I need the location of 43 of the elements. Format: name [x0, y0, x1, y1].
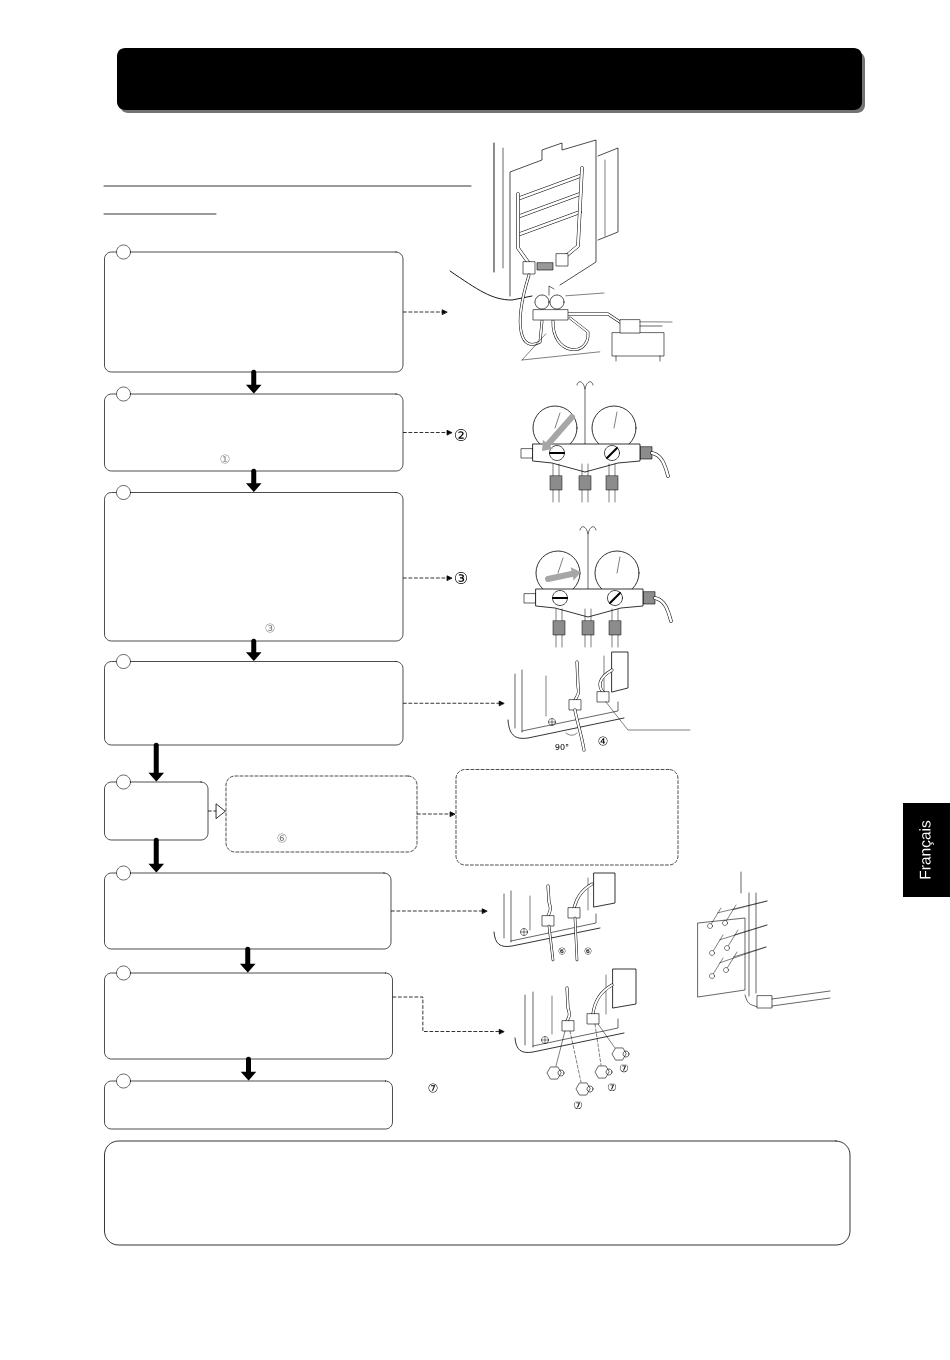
leader-line [733, 946, 767, 958]
valve-cap-drawing [514, 968, 637, 1083]
callout-number: ⑦ [573, 1100, 583, 1110]
step-box [104, 661, 404, 746]
step-box [104, 251, 404, 373]
service-valve-drawing [507, 651, 629, 752]
outdoor-unit-drawing [449, 139, 665, 362]
callout-number: ② [455, 429, 467, 441]
step-box [104, 872, 392, 950]
step-box: ① [104, 393, 404, 472]
step-box [104, 972, 393, 1060]
leader-line [521, 333, 547, 361]
leader-line [719, 946, 767, 964]
leader-line [734, 924, 768, 936]
leader-line [605, 701, 691, 731]
wall-panel-drawing [697, 871, 831, 1009]
step-box: ③ [104, 492, 404, 642]
note-box [104, 1140, 851, 1246]
dashed-arrow [402, 575, 453, 581]
callout-number: ⑥ [558, 947, 566, 955]
angle-label: 90° [555, 744, 569, 751]
language-tab: Français [903, 803, 950, 897]
step-box [104, 1080, 393, 1130]
dashed-box: ⑥ [225, 775, 418, 853]
leader-line [521, 351, 601, 361]
leader-line [732, 900, 768, 911]
service-valve-drawing [493, 872, 616, 962]
leader-line [565, 292, 605, 297]
dashed-box [455, 769, 679, 866]
callout-number: ④ [598, 736, 608, 746]
leader-line [639, 321, 673, 323]
dashed-arrow [402, 429, 453, 436]
dashed-arrow [416, 811, 456, 817]
dashed-arrow [392, 996, 505, 1035]
dashed-arrow [402, 309, 448, 315]
hollow-arrow [207, 803, 226, 819]
callout-number: ⑦ [619, 1063, 629, 1073]
callout-number: ⑥ [584, 947, 592, 955]
step-box [104, 781, 209, 841]
callout-number: ⑦ [428, 1083, 438, 1093]
dashed-arrow [390, 908, 488, 914]
dashed-arrow [402, 700, 505, 706]
callout-number: ③ [455, 572, 467, 584]
